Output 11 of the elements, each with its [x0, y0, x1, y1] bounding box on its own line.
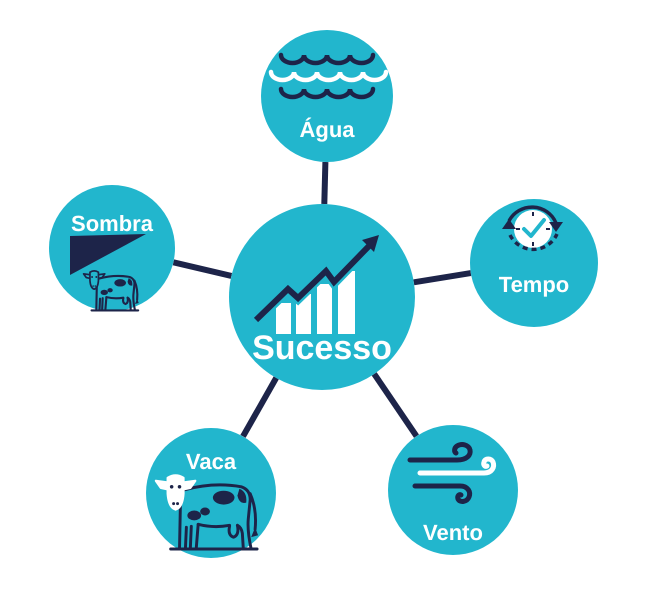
- node-label: Sucesso: [252, 330, 392, 368]
- node-label: Sombra: [71, 212, 153, 236]
- node-label: Tempo: [498, 272, 570, 298]
- connector-line: [321, 162, 328, 204]
- connector-line: [372, 372, 419, 438]
- connector-line: [172, 259, 232, 279]
- node-label: Vaca: [186, 450, 236, 474]
- connector-line: [240, 376, 279, 438]
- connector-line: [413, 270, 472, 286]
- node-label: Água: [300, 118, 354, 142]
- node-label: Vento: [423, 520, 483, 546]
